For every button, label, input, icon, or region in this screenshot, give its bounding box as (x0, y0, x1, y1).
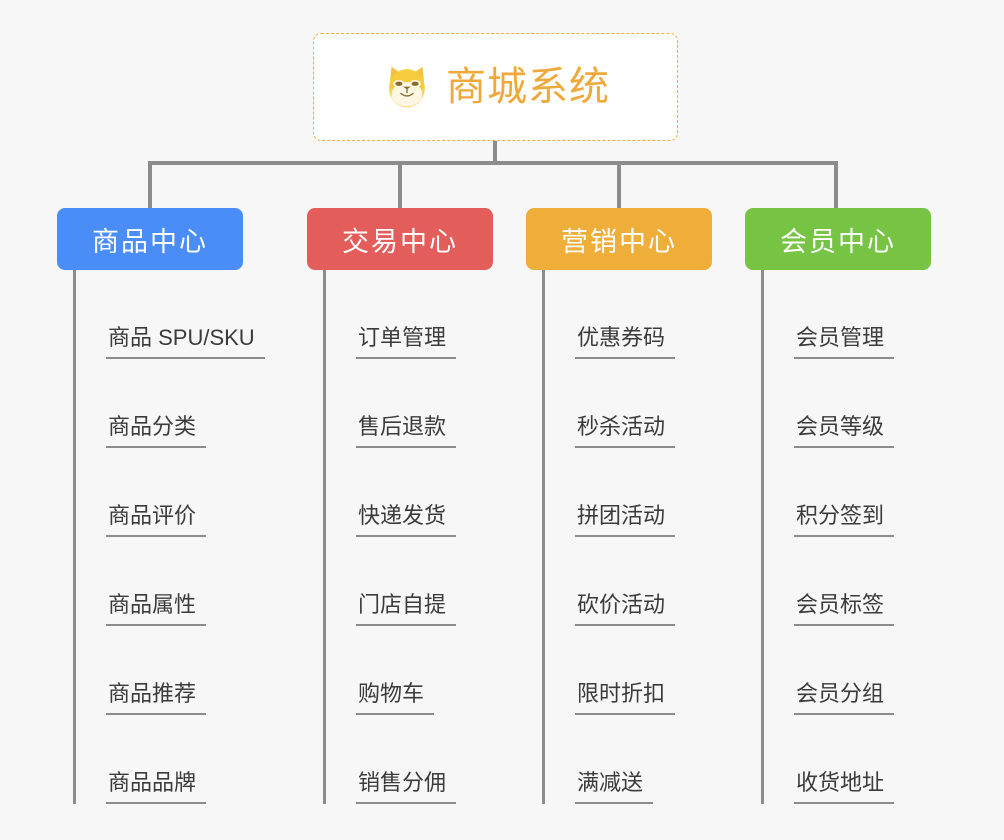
leaf-label: 订单管理 (356, 323, 457, 359)
list-item[interactable]: 快递发货 (323, 448, 493, 537)
list-item[interactable]: 限时折扣 (542, 626, 712, 715)
leaf-label: 售后退款 (356, 412, 457, 448)
leaf-label: 销售分佣 (356, 768, 457, 804)
connector-drop-branch-3 (617, 161, 621, 208)
connector-drop-branch-1 (148, 161, 152, 208)
shiba-dog-face-icon (389, 66, 425, 108)
leaf-label: 收货地址 (794, 768, 895, 804)
leaf-label: 门店自提 (356, 590, 457, 626)
leaf-list-member-center: 会员管理 会员等级 积分签到 会员标签 会员分组 收货地址 (745, 270, 931, 804)
list-item[interactable]: 秒杀活动 (542, 359, 712, 448)
leaf-label: 优惠券码 (575, 323, 676, 359)
list-item[interactable]: 售后退款 (323, 359, 493, 448)
leaf-label: 商品分类 (106, 412, 207, 448)
branch-header-product-center[interactable]: 商品中心 (57, 208, 243, 270)
leaf-list-product-center: 商品 SPU/SKU 商品分类 商品评价 商品属性 商品推荐 商品品牌 (57, 270, 265, 804)
root-title: 商城系统 (446, 65, 610, 109)
branch-header-member-center[interactable]: 会员中心 (745, 208, 931, 270)
list-item[interactable]: 购物车 (323, 626, 493, 715)
list-item[interactable]: 拼团活动 (542, 448, 712, 537)
list-item[interactable]: 商品 SPU/SKU (73, 270, 265, 359)
leaf-label: 限时折扣 (575, 679, 676, 715)
connector-drop-branch-2 (398, 161, 402, 208)
list-item[interactable]: 收货地址 (761, 715, 931, 804)
leaf-label: 会员等级 (794, 412, 895, 448)
leaf-label: 满减送 (575, 768, 654, 804)
leaf-label: 购物车 (356, 679, 435, 715)
leaf-label: 商品品牌 (106, 768, 207, 804)
leaf-label: 商品 SPU/SKU (106, 323, 265, 359)
list-item[interactable]: 商品推荐 (73, 626, 243, 715)
list-item[interactable]: 商品品牌 (73, 715, 243, 804)
root-node[interactable]: 商城系统 (313, 33, 678, 141)
list-item[interactable]: 门店自提 (323, 537, 493, 626)
leaf-label: 商品评价 (106, 501, 207, 537)
connector-root-stem (493, 141, 497, 164)
branch-column-member-center: 会员中心 会员管理 会员等级 积分签到 会员标签 会员分组 收货地址 (745, 208, 931, 804)
leaf-label: 积分签到 (794, 501, 895, 537)
list-item[interactable]: 积分签到 (761, 448, 931, 537)
branch-column-trade-center: 交易中心 订单管理 售后退款 快递发货 门店自提 购物车 销售分佣 (307, 208, 493, 804)
list-item[interactable]: 砍价活动 (542, 537, 712, 626)
leaf-label: 会员管理 (794, 323, 895, 359)
branch-header-trade-center[interactable]: 交易中心 (307, 208, 493, 270)
leaf-list-trade-center: 订单管理 售后退款 快递发货 门店自提 购物车 销售分佣 (307, 270, 493, 804)
list-item[interactable]: 优惠券码 (542, 270, 712, 359)
leaf-label: 会员标签 (794, 590, 895, 626)
list-item[interactable]: 订单管理 (323, 270, 493, 359)
list-item[interactable]: 商品评价 (73, 448, 243, 537)
branch-column-product-center: 商品中心 商品 SPU/SKU 商品分类 商品评价 商品属性 商品推荐 商品品牌 (57, 208, 265, 804)
branch-column-marketing-center: 营销中心 优惠券码 秒杀活动 拼团活动 砍价活动 限时折扣 满减送 (526, 208, 712, 804)
list-item[interactable]: 会员管理 (761, 270, 931, 359)
branch-header-marketing-center[interactable]: 营销中心 (526, 208, 712, 270)
leaf-label: 秒杀活动 (575, 412, 676, 448)
list-item[interactable]: 会员分组 (761, 626, 931, 715)
list-item[interactable]: 会员等级 (761, 359, 931, 448)
list-item[interactable]: 满减送 (542, 715, 712, 804)
leaf-label: 会员分组 (794, 679, 895, 715)
leaf-list-marketing-center: 优惠券码 秒杀活动 拼团活动 砍价活动 限时折扣 满减送 (526, 270, 712, 804)
leaf-label: 快递发货 (356, 501, 457, 537)
list-item[interactable]: 会员标签 (761, 537, 931, 626)
connector-horizontal-bus (148, 161, 838, 165)
list-item[interactable]: 销售分佣 (323, 715, 493, 804)
leaf-label: 商品属性 (106, 590, 207, 626)
leaf-label: 商品推荐 (106, 679, 207, 715)
connector-drop-branch-4 (834, 161, 838, 208)
list-item[interactable]: 商品属性 (73, 537, 243, 626)
leaf-label: 砍价活动 (575, 590, 676, 626)
leaf-label: 拼团活动 (575, 501, 676, 537)
list-item[interactable]: 商品分类 (73, 359, 243, 448)
